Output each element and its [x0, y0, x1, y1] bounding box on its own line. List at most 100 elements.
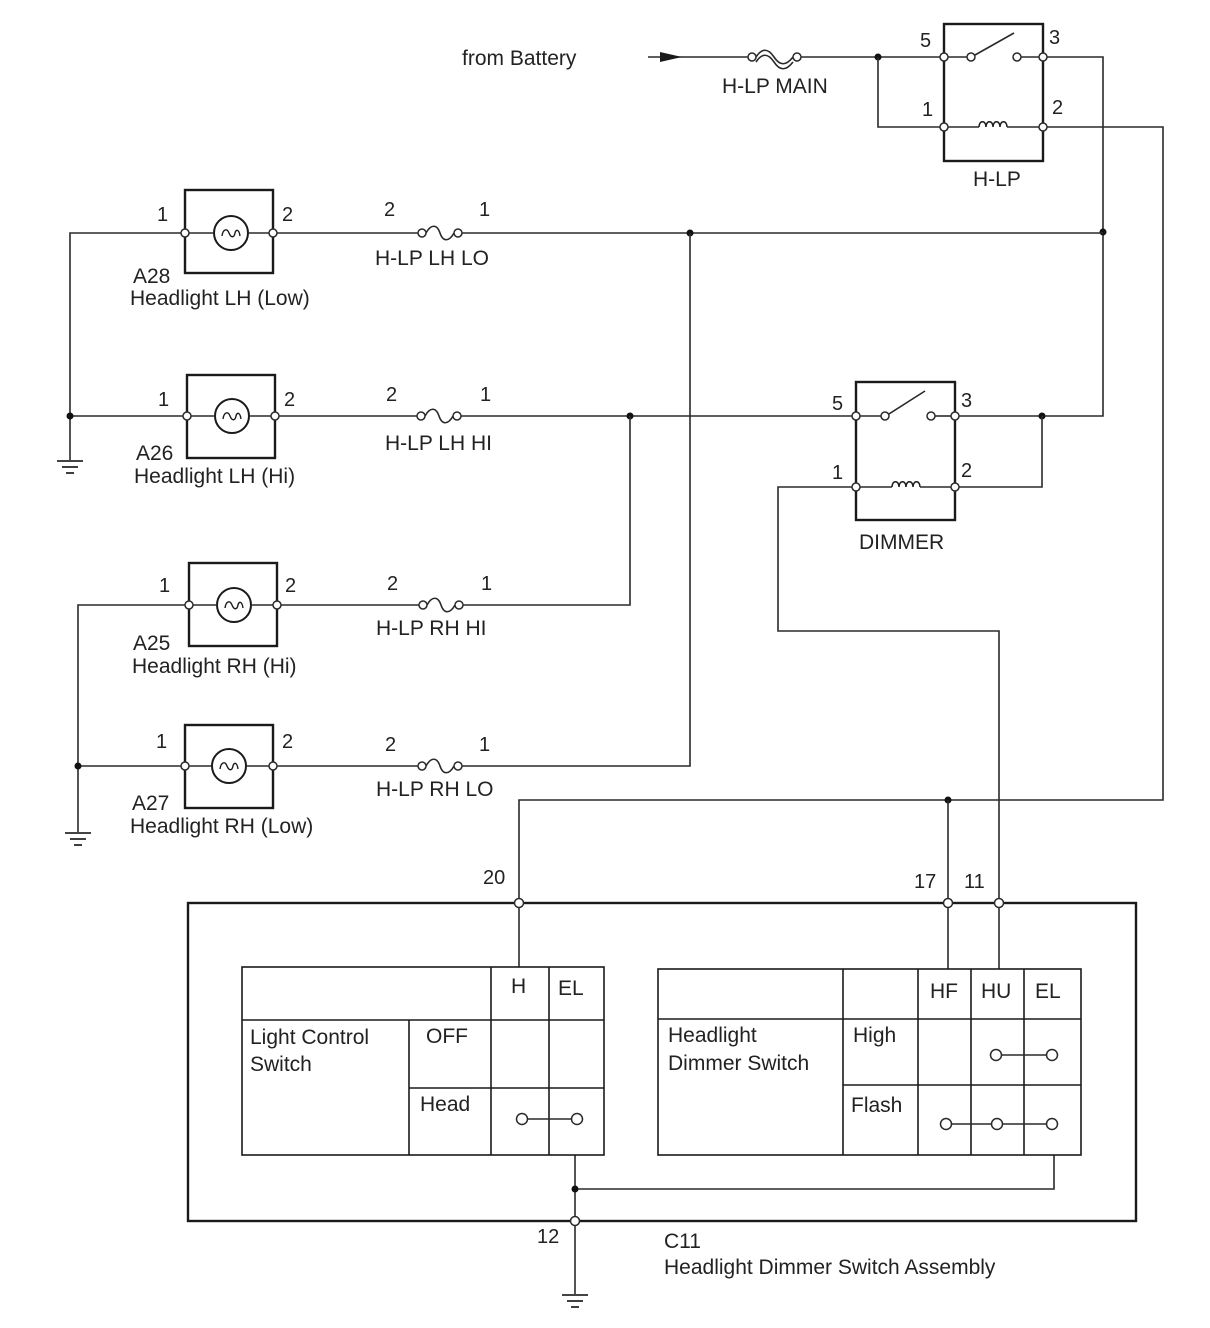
lcs-row-head: Head [420, 1093, 470, 1116]
hds-title-line2: Dimmer Switch [668, 1052, 809, 1075]
a26-name-label: Headlight LH (Hi) [134, 465, 295, 488]
dimmer-pin1-terminal [851, 482, 861, 492]
wire-hds-el-to-ground [575, 1155, 1055, 1190]
a28-pin1-label: 1 [157, 204, 168, 226]
hds-row-flash: Flash [851, 1094, 902, 1117]
h-lp-lh-hi-fuse-icon [416, 408, 462, 424]
dimmer-pin5-label: 5 [832, 393, 843, 415]
lcs-col-h: H [511, 975, 526, 998]
a26-pin2-label: 2 [284, 389, 295, 411]
lcs-row-off: OFF [426, 1025, 468, 1048]
a27-pin2-terminal [268, 761, 278, 771]
lcs-head-connection-icon [515, 1112, 584, 1126]
a28-pin2-terminal [268, 228, 278, 238]
a27-bulb-icon [211, 748, 247, 784]
h-lp-lh-lo-fuse-icon [417, 225, 463, 241]
wire-rh-hi-bus [463, 416, 631, 606]
h-lp-lh-hi-pin1-label: 1 [480, 384, 491, 406]
assembly-pin20-label: 20 [483, 867, 505, 889]
junction-lh-ground [66, 412, 74, 420]
hds-title-line1: Headlight [668, 1024, 757, 1047]
a25-bulb-icon [216, 587, 252, 623]
wire-h-lp-pin2-to-assembly [518, 126, 1164, 899]
h-lp-pin3-terminal [1038, 52, 1048, 62]
assembly-pin12-terminal [569, 1215, 581, 1227]
h-lp-main-fuse-icon [747, 49, 802, 70]
dimmer-relay-box [854, 380, 957, 522]
light-control-switch-table [241, 966, 605, 1156]
hds-flash-connection-icon [939, 1117, 1059, 1131]
a28-name-label: Headlight LH (Low) [130, 287, 310, 310]
h-lp-rh-lo-pin1-label: 1 [479, 734, 490, 756]
assembly-code-label: C11 [664, 1230, 701, 1253]
dimmer-switch-contact-icon [860, 390, 951, 421]
h-lp-rh-hi-pin2-label: 2 [387, 573, 398, 595]
dimmer-pin2-label: 2 [961, 460, 972, 482]
dimmer-pin3-terminal [950, 411, 960, 421]
a28-pin1-terminal [180, 228, 190, 238]
dimmer-pin1-label: 1 [832, 462, 843, 484]
h-lp-lh-lo-pin1-label: 1 [479, 199, 490, 221]
h-lp-lh-lo-label: H-LP LH LO [375, 247, 489, 270]
hds-col-el: EL [1035, 980, 1061, 1003]
h-lp-relay-label: H-LP [973, 168, 1021, 191]
h-lp-pin5-terminal [939, 52, 949, 62]
assembly-pin20-terminal [513, 897, 525, 909]
h-lp-pin3-label: 3 [1049, 27, 1060, 49]
lcs-col-el: EL [558, 977, 584, 1000]
a26-pin1-label: 1 [158, 389, 169, 411]
assembly-name-label: Headlight Dimmer Switch Assembly [664, 1256, 996, 1279]
a25-name-label: Headlight RH (Hi) [132, 655, 297, 678]
a25-pin1-terminal [184, 600, 194, 610]
h-lp-pin2-label: 2 [1052, 97, 1063, 119]
h-lp-rh-hi-fuse-icon [418, 597, 464, 613]
junction-lo-bus-right [1099, 228, 1107, 236]
ground-icon-assembly [561, 1294, 589, 1308]
h-lp-pin2-terminal [1038, 122, 1048, 132]
a27-name-label: Headlight RH (Low) [130, 815, 313, 838]
wire-lh-ground [69, 232, 181, 460]
a26-bulb-icon [214, 398, 250, 434]
a26-code-label: A26 [136, 442, 173, 465]
assembly-pin12-label: 12 [537, 1226, 559, 1248]
wire-dimmer-pin2 [959, 416, 1043, 488]
a28-bulb-icon [213, 215, 249, 251]
h-lp-relay-box [942, 22, 1045, 163]
a25-pin1-label: 1 [159, 575, 170, 597]
h-lp-rh-lo-pin2-label: 2 [385, 734, 396, 756]
h-lp-main-label: H-LP MAIN [722, 75, 828, 98]
h-lp-pin5-label: 5 [920, 30, 931, 52]
hds-col-hu: HU [981, 980, 1011, 1003]
junction-ground-bus [571, 1185, 579, 1193]
ground-icon-rh [64, 832, 92, 846]
wire-rh-lo-bus [462, 233, 691, 767]
assembly-c11-box [186, 901, 1138, 1223]
h-lp-switch-contact-icon [948, 32, 1039, 62]
h-lp-pin1-label: 1 [922, 99, 933, 121]
assembly-pin11-label: 11 [964, 871, 985, 893]
wire-rh-ground [77, 604, 185, 832]
lcs-title-line2: Switch [250, 1053, 312, 1076]
h-lp-rh-hi-label: H-LP RH HI [376, 617, 486, 640]
ground-icon-lh [56, 460, 84, 474]
a28-code-label: A28 [133, 265, 170, 288]
wire-dimmer-pin1-to-hu [777, 486, 1000, 899]
dimmer-pin5-terminal [851, 411, 861, 421]
dimmer-pin3-label: 3 [961, 390, 972, 412]
h-lp-rh-hi-pin1-label: 1 [481, 573, 492, 595]
battery-arrow-icon [660, 52, 682, 62]
a27-code-label: A27 [132, 792, 169, 815]
a27-pin1-label: 1 [156, 731, 167, 753]
assembly-pin11-terminal [993, 897, 1005, 909]
a25-code-label: A25 [133, 632, 170, 655]
hds-col-hf: HF [930, 980, 958, 1003]
a26-pin2-terminal [270, 411, 280, 421]
headlight-dimmer-switch-table [657, 968, 1082, 1156]
h-lp-lh-hi-pin2-label: 2 [386, 384, 397, 406]
dimmer-pin2-terminal [950, 482, 960, 492]
junction-rh-ground [74, 762, 82, 770]
assembly-pin17-label: 17 [914, 871, 936, 893]
a27-pin2-label: 2 [282, 731, 293, 753]
h-lp-rh-lo-fuse-icon [417, 758, 463, 774]
